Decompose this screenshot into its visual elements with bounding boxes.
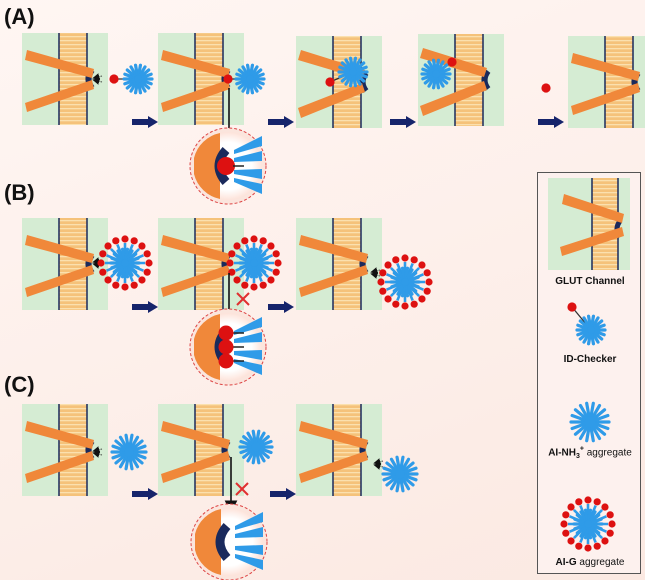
- ai-g-core: [389, 266, 421, 298]
- process-arrow-icon: [132, 116, 158, 128]
- id-checker-burst: [122, 63, 154, 95]
- zoom-inset-b: [189, 308, 267, 386]
- ai-g-core: [572, 508, 604, 540]
- flow-dash-arrows: [92, 73, 103, 85]
- blocked-x-icon: [235, 482, 249, 496]
- process-arrow-icon: [538, 116, 564, 128]
- glut-channel-c1: [22, 404, 108, 496]
- legend-id-checker-label: ID-Checker: [563, 354, 617, 365]
- legend-glut-icon: [548, 178, 630, 270]
- legend-ai-g-label: AI-G aggregate: [555, 557, 625, 568]
- glut-channel-a1: [22, 33, 108, 125]
- process-arrow-icon: [390, 116, 416, 128]
- glut-channel-b3: [296, 218, 382, 310]
- process-arrow-icon: [132, 301, 158, 313]
- flow-dash-arrows: [370, 267, 381, 279]
- process-arrow-icon: [132, 488, 158, 500]
- glut-channel-c3: [296, 404, 382, 496]
- legend-id-checker-icon: [567, 302, 607, 346]
- legend-ai-g-icon: [560, 496, 616, 552]
- zoom-inset-a: [189, 127, 267, 205]
- glut-channel-c2: [158, 404, 244, 496]
- id-checker-burst: [420, 58, 452, 90]
- ai-g-aggregate-b1: [97, 235, 153, 291]
- process-arrow-icon: [268, 116, 294, 128]
- id-checker-a4: [420, 57, 457, 90]
- ai-g-core: [109, 247, 141, 279]
- ai-nh3-aggregate-c1: [110, 433, 148, 471]
- id-checker-burst: [234, 63, 266, 95]
- ai-nh3-aggregate-c2: [238, 429, 274, 465]
- process-arrow-icon: [270, 488, 296, 500]
- process-arrow-icon: [268, 301, 294, 313]
- glut-channel-a5: [568, 36, 645, 128]
- ai-g-aggregate-b2: [226, 235, 282, 291]
- panel-label-b: (B): [4, 180, 35, 205]
- legend-ai-nh3-label: AI-NH3+ aggregate: [548, 446, 632, 461]
- ai-g-aggregate-b3: [377, 254, 433, 310]
- legend-glut-label: GLUT Channel: [555, 276, 625, 287]
- id-checker-a2: [223, 63, 266, 95]
- legend-ai-nh3-icon: [569, 401, 611, 443]
- released-glucose-ball: [541, 83, 551, 93]
- id-checker-burst: [575, 314, 607, 346]
- id-checker-a1: [109, 63, 154, 95]
- glut-channel-a3: [296, 36, 382, 128]
- blocked-x-icon: [236, 292, 250, 306]
- ai-nh3-aggregate-c3: [381, 455, 419, 493]
- flow-dash-arrows: [373, 458, 384, 470]
- panel-label-a: (A): [4, 4, 35, 29]
- flow-dash-arrows: [92, 446, 103, 458]
- glut-channel-b1: [22, 218, 108, 310]
- zoom-inset-c: [190, 503, 268, 580]
- id-checker-burst: [337, 56, 369, 88]
- ai-g-core: [238, 247, 270, 279]
- panel-label-c: (C): [4, 372, 35, 397]
- id-checker-a3: [325, 56, 369, 88]
